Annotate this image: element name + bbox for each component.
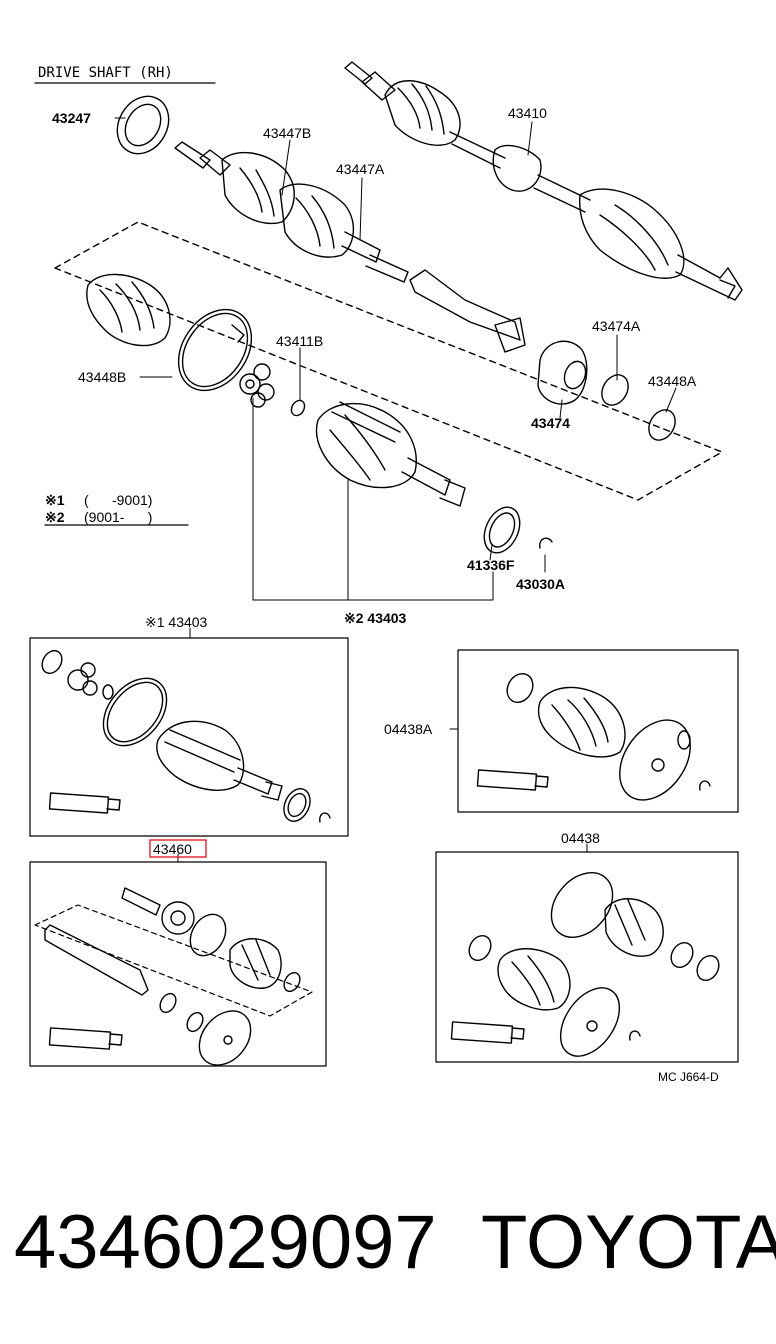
shaft-assembly-43410-illustration: [344, 61, 743, 301]
footer-brand: TOYOTA: [481, 1200, 776, 1285]
part-label-43460: 43460: [153, 841, 192, 857]
ring-43247-illustration: [116, 95, 170, 155]
leader-lines-top: [114, 117, 677, 601]
part-label-43474: 43474: [531, 415, 570, 431]
part-label-43403-2: ※2 43403: [344, 610, 407, 626]
diagram-title: DRIVE SHAFT (RH): [38, 65, 173, 81]
ring-41336f-illustration: [483, 506, 553, 554]
joint-housing-illustration: [315, 401, 466, 507]
legend-text-2: (9001- ): [84, 509, 152, 525]
legend-text-1: ( -9001): [84, 492, 152, 508]
part-label-43410: 43410: [508, 105, 547, 121]
boot-43448b-illustration: [86, 273, 253, 392]
kit-boundary-dashed: [54, 221, 723, 501]
box-43403-1: [29, 637, 349, 837]
footer-part-number: 4346029097: [14, 1200, 437, 1285]
box-04438a: [457, 649, 739, 813]
part-label-43447a: 43447A: [336, 161, 385, 177]
box4-parts-illustration: [450, 872, 720, 1057]
box1-parts-illustration: [41, 649, 331, 823]
clamps-illustration: [601, 374, 676, 441]
part-label-04438: 04438: [561, 830, 600, 846]
drive-shaft-diagram: DRIVE SHAFT (RH) 43247 43447B 43447A 434…: [29, 61, 743, 1084]
damper-43474-illustration: [537, 340, 588, 405]
shaft-with-boots-illustration: [174, 141, 526, 353]
legend-mark-1: ※1: [45, 492, 65, 508]
part-label-43030a: 43030A: [516, 576, 565, 592]
part-label-43448a: 43448A: [648, 373, 697, 389]
part-highlight-43460: [149, 839, 207, 858]
part-label-43448b: 43448B: [78, 369, 126, 385]
diagram-code: MC J664-D: [658, 1070, 719, 1084]
part-label-43447b: 43447B: [263, 125, 311, 141]
box3-parts-illustration: [44, 887, 301, 1066]
tripod-43411b-illustration: [239, 363, 306, 417]
box2-parts-illustration: [476, 672, 711, 801]
part-label-43474a: 43474A: [592, 318, 641, 334]
part-label-43247: 43247: [52, 110, 91, 126]
part-label-41336f: 41336F: [467, 557, 515, 573]
part-label-04438a: 04438A: [384, 721, 433, 737]
legend-mark-2: ※2: [45, 509, 65, 525]
part-label-43403-1: ※1 43403: [145, 614, 208, 630]
part-label-43411b: 43411B: [276, 333, 323, 349]
box3-dashed-boundary: [34, 904, 313, 1017]
